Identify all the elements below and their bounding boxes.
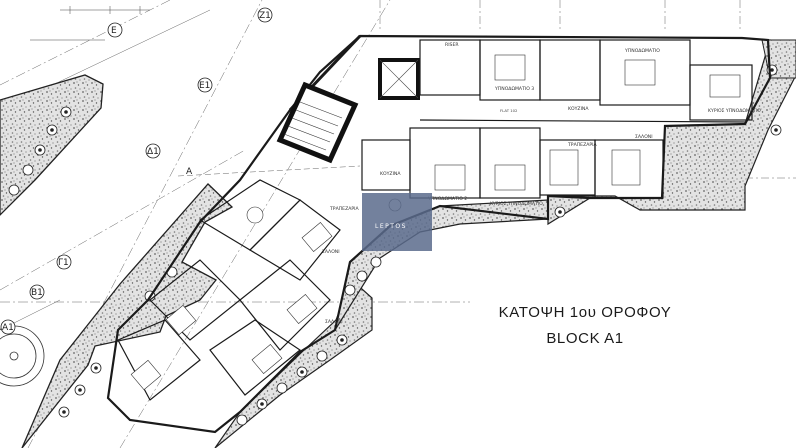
room-label-bed-top: ΥΠΝΟΔΩΜΑΤΙΟ <box>624 48 660 54</box>
axis-label-a: A <box>186 167 193 177</box>
room-label-flat: FLAT 102 <box>500 108 518 113</box>
room-labels: RISER ΥΠΝΟΔΩΜΑΤΙΟ 3 ΥΠΝΟΔΩΜΑΤΙΟ ΚΥΡΙΟΣ Υ… <box>322 42 761 325</box>
axis-label-g1: Γ1 <box>58 258 69 268</box>
room-label-kitchen-top: ΚΟΥΖΙΝΑ <box>568 106 589 112</box>
room-label-master-mid: ΚΥΡΙΟΣ ΥΠΝΟΔΩΜΑΤΙΟ <box>490 201 543 207</box>
room-label-dining-lower: ΤΡΑΠΕΖΑΡΙΑ <box>329 206 359 212</box>
axis-label-z1: Z1 <box>259 11 271 21</box>
tree-trunks <box>38 68 778 414</box>
landscaping <box>0 39 796 448</box>
stair-core <box>276 58 420 164</box>
axis-label-d1: Δ1 <box>147 147 159 157</box>
furniture <box>130 54 741 391</box>
axis-markers <box>0 7 273 335</box>
round-feature <box>0 325 45 387</box>
dimension-lines <box>30 6 150 41</box>
axis-label-a1: A1 <box>2 323 14 333</box>
room-label-bed3: ΥΠΝΟΔΩΜΑΤΙΟ 3 <box>494 86 534 92</box>
room-label-master: ΚΥΡΙΟΣ ΥΠΝΟΔΩΜΑΤΙΟ <box>708 108 761 114</box>
axis-label-b1: B1 <box>31 288 43 298</box>
axis-labels: Z1 E E1 Δ1 Γ1 B1 A1 A <box>2 11 271 333</box>
interior-walls <box>117 39 753 401</box>
plan-title: ΚΑΤΟΨΗ 1ου ΟΡΟΦΟΥ BLOCK A1 <box>470 300 700 352</box>
watermark: LEPTOS <box>362 193 432 251</box>
plan-title-line2: BLOCK A1 <box>546 330 624 347</box>
room-label-dining: ΤΡΑΠΕΖΑΡΙΑ <box>567 142 597 148</box>
room-label-salon-lower: ΣΑΛΟΝΙ <box>322 249 340 255</box>
room-label-salon-bottom: ΣΑΛΟΝΙ <box>325 319 343 325</box>
room-label-bed2: ΥΠΝΟΔΩΜΑΤΙΟ 2 <box>427 196 467 202</box>
plan-title-line1: ΚΑΤΟΨΗ 1ου ΟΡΟΦΟΥ <box>498 304 672 321</box>
room-label-salon-top: ΣΑΛΟΝΙ <box>635 134 653 140</box>
axis-label-e: E <box>111 26 117 36</box>
room-label-kitchen-mid: ΚΟΥΖΙΝΑ <box>380 171 401 177</box>
room-label-riser: RISER <box>445 42 459 48</box>
axis-label-e1: E1 <box>199 81 210 91</box>
watermark-box <box>362 193 432 251</box>
watermark-text: LEPTOS <box>375 223 407 230</box>
